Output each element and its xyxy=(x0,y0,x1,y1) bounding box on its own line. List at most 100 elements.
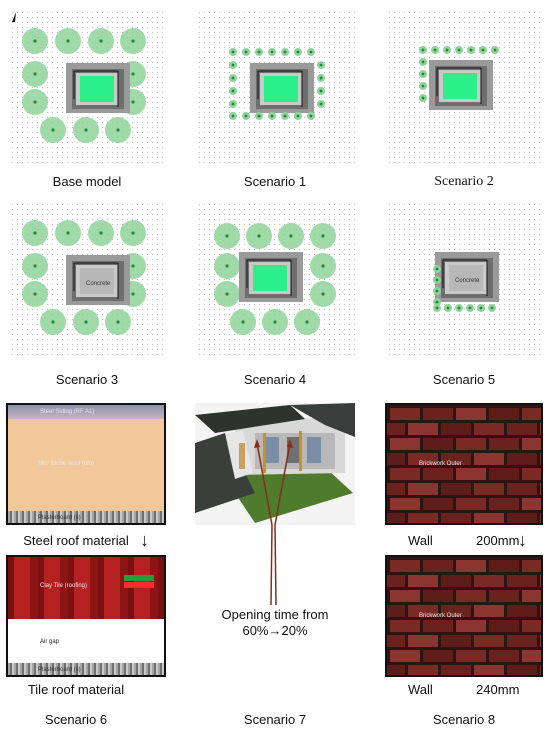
brick xyxy=(387,423,405,435)
opening-arrow-left xyxy=(256,442,273,525)
stone-wool-label: Min' Stone wool (ufo) xyxy=(38,461,95,467)
brick xyxy=(540,423,541,435)
tree xyxy=(230,309,256,335)
small-tree xyxy=(433,276,441,284)
opening-time-note: Opening time from 60%→20% xyxy=(195,607,355,639)
caption-scenario-4: Scenario 4 xyxy=(243,372,307,387)
small-tree xyxy=(229,74,237,82)
small-tree xyxy=(477,304,485,312)
wall-word-b: Wall xyxy=(408,682,433,697)
steel-roof-section: Steel Siding (RF A1) Min' Stone wool (uf… xyxy=(6,403,166,525)
brick xyxy=(540,453,541,465)
small-tree xyxy=(242,48,250,56)
tree xyxy=(22,61,48,87)
tile-roof-section: Clay Tile (roofing) Air gap Plasterboard… xyxy=(6,555,166,677)
brick xyxy=(390,560,420,572)
panel-scenario-1 xyxy=(195,8,355,163)
brick xyxy=(423,650,453,662)
small-tree xyxy=(317,87,325,95)
brick xyxy=(474,513,504,523)
caption-scenario-2: Scenario 2 xyxy=(434,174,494,189)
wall-240mm-section: Brickwork Outer xyxy=(385,555,543,677)
air-gap-layer xyxy=(8,619,164,663)
brick xyxy=(456,650,486,662)
courtyard-render xyxy=(195,403,355,525)
tree xyxy=(262,309,288,335)
brick xyxy=(489,590,519,602)
brick xyxy=(390,438,420,450)
brick xyxy=(408,665,438,675)
caption-base-model: Base model xyxy=(52,174,122,189)
brick xyxy=(507,483,537,495)
brick xyxy=(489,438,519,450)
tree xyxy=(22,220,48,246)
small-tree xyxy=(488,304,496,312)
brick xyxy=(408,605,438,617)
tree xyxy=(246,223,272,249)
brick xyxy=(408,575,438,587)
small-tree xyxy=(281,112,289,120)
brick xyxy=(387,635,405,647)
brick xyxy=(507,453,537,465)
brick xyxy=(474,635,504,647)
tree xyxy=(105,309,131,335)
tree xyxy=(214,253,240,279)
site-plan-scenario-1 xyxy=(199,12,355,163)
caption-scenario-3: Scenario 3 xyxy=(55,372,119,387)
wall-240mm-label: Brickwork Outer xyxy=(419,613,462,619)
brick xyxy=(474,453,504,465)
caption-scenario-5: Scenario 5 xyxy=(432,372,496,387)
small-tree xyxy=(419,58,427,66)
brick xyxy=(441,575,471,587)
small-tree xyxy=(317,61,325,69)
brick xyxy=(474,605,504,617)
brick xyxy=(408,635,438,647)
tree xyxy=(55,220,81,246)
small-tree xyxy=(419,70,427,78)
tree xyxy=(22,253,48,279)
brick xyxy=(423,620,453,632)
plasterboard-label-tile: Plasterboard (s) xyxy=(38,667,81,673)
small-tree xyxy=(229,87,237,95)
wall-200mm-section: Brickwork Outer xyxy=(385,403,543,525)
brick xyxy=(522,468,541,480)
tree xyxy=(55,28,81,54)
brick xyxy=(489,620,519,632)
brick xyxy=(441,635,471,647)
small-tree xyxy=(433,287,441,295)
opening-time-line2: 60%→20% xyxy=(242,623,308,638)
brick xyxy=(441,483,471,495)
tree xyxy=(22,89,48,115)
brick xyxy=(540,635,541,647)
brick xyxy=(423,408,453,420)
brick xyxy=(507,665,537,675)
small-tree xyxy=(317,74,325,82)
brick xyxy=(390,590,420,602)
tree xyxy=(214,281,240,307)
tree xyxy=(294,309,320,335)
small-tree xyxy=(268,112,276,120)
brick xyxy=(423,498,453,510)
brick xyxy=(423,590,453,602)
tree xyxy=(278,223,304,249)
small-tree xyxy=(281,48,289,56)
brick xyxy=(456,438,486,450)
brick xyxy=(540,575,541,587)
tree xyxy=(120,220,146,246)
brick xyxy=(522,438,541,450)
brick xyxy=(387,483,405,495)
caption-scenario-6: Scenario 6 xyxy=(44,712,108,727)
clay-tile-label: Clay Tile (roofing) xyxy=(40,583,88,589)
caption-wall-240mm: Wall 240mm xyxy=(408,682,519,697)
site-plan-scenario-5: Concrete xyxy=(389,204,540,355)
tree xyxy=(310,281,336,307)
brick xyxy=(456,468,486,480)
brick-texture-b xyxy=(387,557,541,675)
brick xyxy=(441,513,471,523)
panel-base-model xyxy=(8,8,166,163)
building-plan xyxy=(250,63,314,113)
brick xyxy=(423,438,453,450)
brick xyxy=(441,453,471,465)
steel-siding-layer xyxy=(8,405,164,419)
north-arrow-icon xyxy=(12,12,16,22)
